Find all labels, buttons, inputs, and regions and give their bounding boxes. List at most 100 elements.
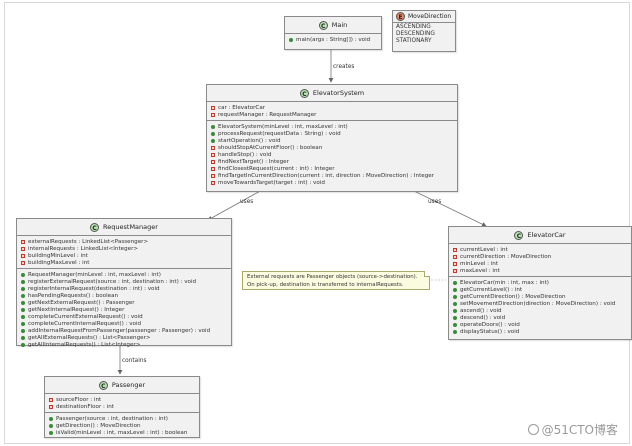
- field-row: internalRequests : LinkedList<Integer>: [21, 245, 228, 252]
- field-text: buildingMaxLevel : int: [28, 259, 90, 266]
- method-text: registerInternalRequest(destination : in…: [28, 285, 160, 292]
- method-text: startOperation() : void: [218, 137, 281, 144]
- method-row: registerInternalRequest(destination : in…: [21, 285, 228, 292]
- private-visibility-icon: [21, 239, 25, 244]
- method-row: processRequest(requestData : String) : v…: [211, 130, 454, 137]
- private-visibility-icon: [211, 112, 215, 117]
- class-requestmanager-fields: externalRequests : LinkedList<Passenger>…: [17, 236, 231, 269]
- method-text: moveTowardsTarget(target : int) : void: [218, 179, 325, 186]
- public-visibility-icon: [21, 272, 25, 277]
- method-row: getDirection() : MoveDirection: [49, 422, 196, 429]
- enum-icon: E: [396, 12, 405, 21]
- public-visibility-icon: [49, 423, 53, 428]
- method-row: getNextExternalRequest() : Passenger: [21, 299, 228, 306]
- public-visibility-icon: [21, 335, 25, 340]
- enum-header: E MoveDirection: [393, 11, 455, 23]
- field-text: minLevel : int: [460, 260, 499, 267]
- method-text: findClosestRequest(current : int) : Inte…: [218, 165, 335, 172]
- method-row: completeCurrentExternalRequest() : void: [21, 313, 228, 320]
- method-text: RequestManager(minLevel : int, maxLevel …: [28, 271, 161, 278]
- public-visibility-icon: [453, 287, 457, 292]
- private-visibility-icon: [453, 247, 457, 252]
- field-text: maxLevel : int: [460, 267, 500, 274]
- method-text: getNextExternalRequest() : Passenger: [28, 299, 135, 306]
- field-row: maxLevel : int: [453, 267, 628, 274]
- edge-system-to-elevatorcar: [411, 189, 487, 227]
- field-row: currentLevel : int: [453, 246, 628, 253]
- public-visibility-icon: [453, 322, 457, 327]
- class-requestmanager: C RequestManager externalRequests : Link…: [16, 218, 232, 348]
- method-row: moveTowardsTarget(target : int) : void: [211, 179, 454, 186]
- method-text: findNextTarget() : Integer: [218, 158, 289, 165]
- method-text: completeCurrentExternalRequest() : void: [28, 313, 143, 320]
- private-visibility-icon: [453, 261, 457, 266]
- private-visibility-icon: [49, 397, 53, 402]
- method-row: main(args : String[]) : void: [289, 36, 378, 43]
- method-text: handleStop() : void: [218, 151, 272, 158]
- method-text: getCurrentDirection() : MoveDirection: [460, 293, 566, 300]
- method-text: descend() : void: [460, 314, 506, 321]
- private-visibility-icon: [453, 254, 457, 259]
- public-visibility-icon: [453, 294, 457, 299]
- class-requestmanager-header: C RequestManager: [17, 219, 231, 236]
- field-row: minLevel : int: [453, 260, 628, 267]
- method-row: getNextInternalRequest() : Integer: [21, 306, 228, 313]
- class-main: C Main main(args : String[]) : void: [284, 16, 382, 50]
- class-elevatorcar-header: C ElevatorCar: [449, 227, 631, 244]
- method-text: registerExternalRequest(source : int, de…: [28, 278, 197, 285]
- method-row: ascend() : void: [453, 307, 628, 314]
- class-elevatorcar-methods: ElevatorCar(min : int, max : int)getCurr…: [449, 277, 631, 337]
- public-visibility-icon: [49, 430, 53, 435]
- method-text: completeCurrentInternalRequest() : void: [28, 320, 142, 327]
- public-visibility-icon: [21, 279, 25, 284]
- method-row: hasPendingRequests() : boolean: [21, 292, 228, 299]
- watermark: @51CTO博客: [527, 421, 618, 438]
- method-text: hasPendingRequests() : boolean: [28, 292, 119, 299]
- private-visibility-icon: [211, 180, 215, 185]
- class-elevatorcar-name: ElevatorCar: [527, 231, 566, 239]
- method-row: addInternalRequestFromPassenger(passenge…: [21, 327, 228, 334]
- field-text: sourceFloor : int: [56, 396, 102, 403]
- method-text: getDirection() : MoveDirection: [56, 422, 141, 429]
- class-icon: C: [514, 230, 524, 240]
- public-visibility-icon: [211, 138, 215, 143]
- public-visibility-icon: [21, 293, 25, 298]
- edge-label-creates: creates: [333, 64, 355, 70]
- method-text: shouldStopAtCurrentFloor() : boolean: [218, 144, 323, 151]
- private-visibility-icon: [211, 166, 215, 171]
- note-line-2: On pick-up, destination is transferred t…: [247, 281, 404, 288]
- private-visibility-icon: [49, 404, 53, 409]
- method-row: operateDoors() : void: [453, 321, 628, 328]
- public-visibility-icon: [21, 321, 25, 326]
- field-row: sourceFloor : int: [49, 396, 196, 403]
- field-text: internalRequests : LinkedList<Integer>: [28, 245, 139, 252]
- class-requestmanager-methods: RequestManager(minLevel : int, maxLevel …: [17, 269, 231, 350]
- note-line-1: External requests are Passenger objects …: [247, 274, 418, 280]
- method-text: processRequest(requestData : String) : v…: [218, 130, 341, 137]
- field-row: currentDirection : MoveDirection: [453, 253, 628, 260]
- field-row: buildingMaxLevel : int: [21, 259, 228, 266]
- private-visibility-icon: [21, 260, 25, 265]
- field-text: requestManager : RequestManager: [218, 111, 317, 118]
- field-row: requestManager : RequestManager: [211, 111, 454, 118]
- method-text: addInternalRequestFromPassenger(passenge…: [28, 327, 211, 334]
- method-row: shouldStopAtCurrentFloor() : boolean: [211, 144, 454, 151]
- method-text: getCurrentLevel() : int: [460, 286, 523, 293]
- method-row: RequestManager(minLevel : int, maxLevel …: [21, 271, 228, 278]
- method-row: getCurrentDirection() : MoveDirection: [453, 293, 628, 300]
- private-visibility-icon: [211, 152, 215, 157]
- public-visibility-icon: [21, 328, 25, 333]
- private-visibility-icon: [453, 268, 457, 273]
- method-text: isValid(minLevel : int, maxLevel : int) …: [56, 429, 188, 436]
- public-visibility-icon: [453, 308, 457, 313]
- field-row: externalRequests : LinkedList<Passenger>: [21, 238, 228, 245]
- method-row: descend() : void: [453, 314, 628, 321]
- class-main-header: C Main: [285, 17, 381, 34]
- field-row: destinationFloor : int: [49, 403, 196, 410]
- field-text: car : ElevatorCar: [218, 104, 266, 111]
- private-visibility-icon: [211, 173, 215, 178]
